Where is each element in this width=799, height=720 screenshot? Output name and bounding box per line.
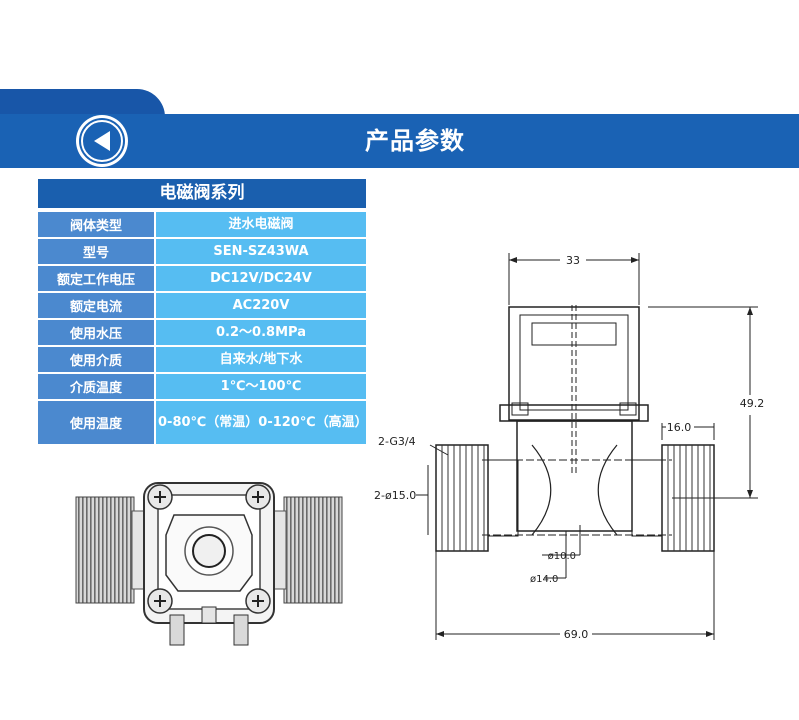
spec-row: 使用温度 0-80℃（常温）0-120℃（高温）	[38, 401, 368, 444]
spec-value: 自来水/地下水	[156, 347, 366, 372]
section-title: 产品参数	[365, 127, 465, 155]
dim-height-text: 49.2	[740, 397, 765, 410]
spec-value: SEN-SZ43WA	[156, 239, 366, 264]
spec-row: 使用水压 0.2～0.8MPa	[38, 320, 366, 345]
dim-top-text: 33	[566, 254, 580, 267]
dim-orifice-text: ø14.0	[530, 574, 558, 585]
spec-label: 阀体类型	[38, 212, 154, 237]
spec-row: 额定工作电压 DC12V/DC24V	[38, 266, 366, 291]
spec-label: 额定电流	[38, 293, 154, 318]
dim-thread-length-text: 16.0	[667, 421, 692, 434]
spec-row: 额定电流 AC220V	[38, 293, 366, 318]
arrow-left-icon	[94, 131, 110, 151]
spec-row: 使用介质 自来水/地下水	[38, 347, 366, 372]
dim-inner-text: ø10.0	[548, 551, 576, 562]
spec-value: 0-80℃（常温）0-120℃（高温）	[156, 401, 368, 444]
spec-label: 额定工作电压	[38, 266, 154, 291]
spec-label: 使用水压	[38, 320, 154, 345]
dim-thread-text: 2-G3/4	[378, 435, 416, 448]
spec-value: 1℃～100℃	[156, 374, 366, 399]
spec-value: AC220V	[156, 293, 366, 318]
spec-table-title: 电磁阀系列	[38, 179, 366, 208]
spec-row: 阀体类型 进水电磁阀	[38, 212, 366, 237]
dim-bore-text: 2-ø15.0	[374, 489, 416, 502]
spec-row: 介质温度 1℃～100℃	[38, 374, 366, 399]
spec-table: 阀体类型 进水电磁阀 型号 SEN-SZ43WA 额定工作电压 DC12V/DC…	[38, 212, 368, 446]
dimension-drawing: 33 49.2 16.0 2-G3/4 2-ø15.0 ø10.0 ø14.0 …	[374, 253, 765, 641]
back-button[interactable]	[76, 115, 128, 167]
section-banner	[0, 114, 799, 168]
spec-row: 型号 SEN-SZ43WA	[38, 239, 366, 264]
spec-label: 型号	[38, 239, 154, 264]
spec-value: 进水电磁阀	[156, 212, 366, 237]
spec-label: 使用温度	[38, 401, 154, 444]
spec-label: 介质温度	[38, 374, 154, 399]
dim-length-text: 69.0	[564, 628, 589, 641]
valve-top-view-photo	[75, 482, 343, 646]
spec-value: 0.2～0.8MPa	[156, 320, 366, 345]
spec-label: 使用介质	[38, 347, 154, 372]
spec-value: DC12V/DC24V	[156, 266, 366, 291]
